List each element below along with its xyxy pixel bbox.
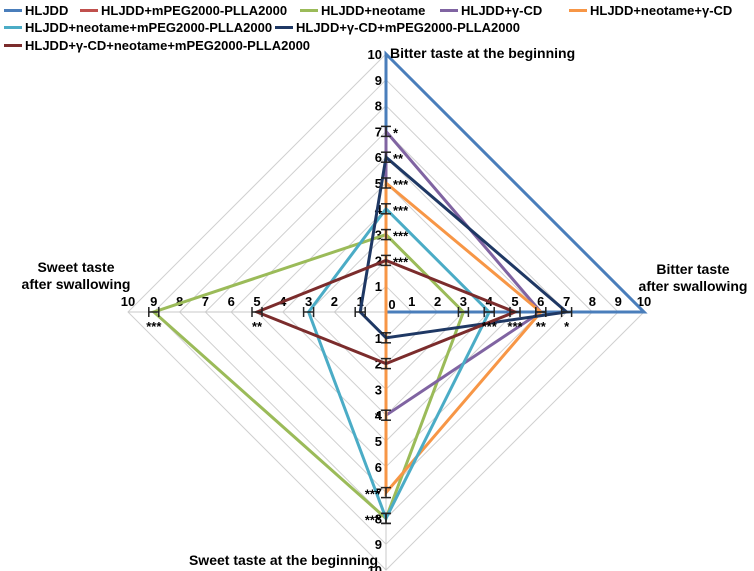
legend-item: HLJDD+γ-CD+neotame+mPEG2000-PLLA2000	[4, 38, 310, 53]
tick-label: 6	[537, 294, 544, 309]
significance-label: **	[393, 151, 404, 166]
legend-swatch	[275, 26, 293, 29]
significance-label: ***	[393, 229, 409, 244]
tick-label: 7	[375, 124, 382, 139]
tick-label: 1	[408, 294, 415, 309]
axis-title-line: after swallowing	[22, 276, 131, 292]
tick-label: 5	[511, 294, 518, 309]
axis-title-line: Sweet taste at the beginning	[189, 552, 378, 568]
tick-label: 7	[202, 294, 209, 309]
legend-swatch	[440, 9, 458, 12]
tick-label: 10	[368, 47, 382, 62]
tick-label: 5	[253, 294, 260, 309]
tick-label: 7	[563, 294, 570, 309]
legend-item: HLJDD+γ-CD	[440, 3, 542, 18]
tick-label: 2	[434, 294, 441, 309]
axis-title-line: Sweet taste	[37, 259, 114, 275]
legend-label: HLJDD+neotame+mPEG2000-PLLA2000	[25, 20, 273, 35]
axis-title-line: Bitter taste	[656, 261, 729, 277]
significance-label: **	[252, 319, 263, 334]
tick-label: 8	[375, 511, 382, 526]
legend-label: HLJDD+mPEG2000-PLLA2000	[101, 3, 288, 18]
tick-label: 3	[375, 228, 382, 243]
legend-label: HLJDD+neotame+γ-CD	[590, 3, 733, 18]
significance-label: ***	[393, 177, 409, 192]
tick-label: 8	[176, 294, 183, 309]
tick-label: 10	[637, 294, 651, 309]
significance-label: ***	[365, 487, 381, 502]
tick-label: 1	[375, 331, 382, 346]
tick-label: 9	[375, 73, 382, 88]
axis-title: Bitter taste at the beginning	[390, 45, 575, 61]
tick-label: 3	[305, 294, 312, 309]
legend-item: HLJDD	[4, 3, 68, 18]
tick-label: 5	[375, 434, 382, 449]
legend-swatch	[80, 9, 98, 12]
tick-label: 2	[375, 357, 382, 372]
significance-label: ***	[507, 319, 523, 334]
significance-label: ***	[393, 254, 409, 269]
tick-label: 6	[228, 294, 235, 309]
series-line	[150, 232, 466, 521]
legend-item: HLJDD+neotame+γ-CD	[569, 3, 732, 18]
legend-label: HLJDD	[25, 3, 69, 18]
legend-item: HLJDD+neotame	[300, 3, 425, 18]
tick-label: 9	[150, 294, 157, 309]
tick-label: 9	[615, 294, 622, 309]
legend-label: HLJDD+γ-CD+mPEG2000-PLLA2000	[296, 20, 520, 35]
significance-label: *	[375, 409, 381, 424]
significance-label: ***	[365, 512, 381, 527]
tick-label: 10	[368, 563, 382, 571]
legend-item: HLJDD+mPEG2000-PLLA2000	[80, 3, 287, 18]
tick-label: 0	[388, 297, 395, 312]
tick-label: 2	[375, 253, 382, 268]
significance-label: *	[564, 319, 570, 334]
tick-label: 3	[375, 382, 382, 397]
significance-label: ***	[146, 319, 162, 334]
tick-label: 8	[589, 294, 596, 309]
series-line	[384, 127, 544, 419]
legend-swatch	[4, 26, 22, 29]
axis-title: Sweet taste at the beginning	[189, 552, 378, 568]
tick-label: 7	[375, 486, 382, 501]
tick-label: 5	[375, 176, 382, 191]
tick-label: 2	[331, 294, 338, 309]
significance-label: ***	[393, 203, 409, 218]
legend-item: HLJDD+neotame+mPEG2000-PLLA2000	[4, 20, 272, 35]
tick-label: 6	[375, 150, 382, 165]
tick-label: 1	[375, 279, 382, 294]
significance-label: *	[393, 125, 399, 140]
legend-swatch	[4, 44, 22, 47]
tick-label: 10	[121, 294, 135, 309]
tick-label: 8	[375, 99, 382, 114]
legend-label: HLJDD+neotame	[321, 3, 426, 18]
legend-swatch	[300, 9, 318, 12]
tick-label: 3	[460, 294, 467, 309]
tick-label: 4	[375, 408, 383, 423]
legend-item: HLJDD+γ-CD+mPEG2000-PLLA2000	[275, 20, 520, 35]
legend-swatch	[569, 9, 587, 12]
legend-label: HLJDD+γ-CD	[461, 3, 543, 18]
tick-label: 1	[357, 294, 364, 309]
axis-title-line: after swallowing	[639, 278, 748, 294]
significance-label: ***	[482, 319, 498, 334]
significance-label: **	[536, 319, 547, 334]
axis-title-line: Bitter taste at the beginning	[390, 45, 575, 61]
legend-swatch	[4, 9, 22, 12]
legend-label: HLJDD+γ-CD+neotame+mPEG2000-PLLA2000	[25, 38, 311, 53]
tick-label: 9	[375, 537, 382, 552]
tick-label: 6	[375, 460, 382, 475]
